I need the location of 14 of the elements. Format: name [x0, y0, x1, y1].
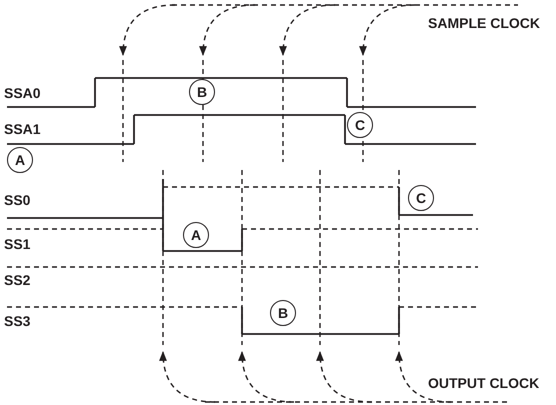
callout-marker: B — [270, 300, 296, 326]
signal-label: SS3 — [4, 313, 30, 329]
signal-label: SS2 — [4, 272, 30, 288]
callout-marker: C — [408, 185, 434, 211]
callout-marker: A — [183, 222, 209, 248]
signal-label: SSA1 — [4, 121, 41, 137]
signal-label: SS1 — [4, 236, 30, 252]
callout-marker: B — [189, 79, 215, 105]
clock-label: OUTPUT CLOCK — [428, 375, 540, 391]
signal-label: SS0 — [4, 192, 30, 208]
clock-label: SAMPLE CLOCK — [428, 15, 540, 31]
callout-marker: C — [347, 112, 373, 138]
signal-label: SSA0 — [4, 85, 41, 101]
callout-marker: A — [7, 147, 33, 173]
